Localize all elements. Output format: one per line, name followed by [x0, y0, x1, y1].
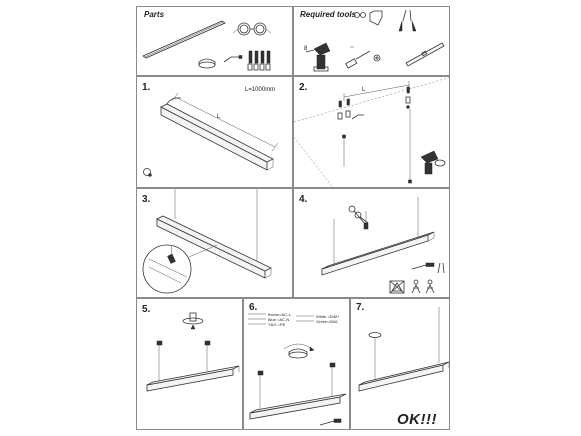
step1-length-label: L=1000mm	[245, 87, 276, 93]
linear-profile-icon	[142, 20, 226, 59]
mounting-bracket-icon	[223, 55, 243, 63]
canopy-right-icon	[204, 340, 211, 371]
step2-number: 2.	[299, 82, 308, 93]
parts-panel: Parts	[136, 6, 293, 76]
screw-set-icon	[247, 50, 271, 71]
profile-bar-icon	[321, 231, 435, 276]
wiring-green-label: Green=DIM-	[316, 319, 339, 324]
step7-panel: 7. OK!!!	[350, 298, 450, 430]
suspension-wire-left	[342, 134, 346, 167]
step5-illustration	[146, 312, 240, 392]
suspension-wires	[333, 197, 419, 267]
step5-panel: 5.	[136, 298, 243, 430]
spirit-level-icon	[405, 42, 445, 67]
step3-panel: 3.	[136, 188, 293, 298]
no-live-work-warning-icon	[389, 280, 405, 294]
screwdriver-icon	[319, 418, 342, 426]
canopy-rotate-icon	[283, 343, 315, 359]
step2-illustration	[293, 76, 452, 190]
step6-panel: 6. Brown=AC-L Blue =AC-N Y&G =PE White =…	[243, 298, 350, 430]
step1-number: 1.	[142, 82, 151, 93]
tools-illustration	[305, 9, 445, 72]
step6-illustration	[248, 313, 347, 426]
canopy-left-icon	[368, 332, 382, 381]
end-cap-icon	[143, 168, 152, 177]
profile-bar-icon	[156, 215, 272, 279]
pliers-icon	[398, 9, 417, 32]
anchor-left-icon	[337, 98, 364, 120]
pliers-icon	[437, 262, 445, 274]
cable-connector-icon	[363, 211, 369, 230]
step2-dimension-label: L	[362, 87, 366, 93]
cross-tip-icon	[373, 54, 381, 62]
step6-number: 6.	[249, 302, 258, 313]
cable-lead-icon	[166, 97, 182, 105]
profile-bar-icon	[358, 361, 450, 392]
wiring-brown-label: Brown=AC-L	[268, 312, 291, 317]
step1-panel: 1. L=1000mm L	[136, 76, 293, 188]
drill-icon	[305, 42, 331, 72]
wiring-lines	[248, 313, 314, 325]
wiring-white-label: White =DIM+	[316, 314, 340, 319]
parts-title: Parts	[144, 10, 165, 19]
drill-icon	[420, 150, 439, 175]
wiring-yg-label: Y&G =PE	[268, 322, 286, 327]
canopy-icon	[434, 159, 446, 167]
step5-number: 5.	[142, 304, 151, 315]
length-dimension-arrow	[171, 92, 279, 152]
canopy-left-icon	[257, 370, 264, 409]
canopy-right-icon	[329, 362, 336, 397]
gloves-icon	[369, 10, 383, 26]
step3-number: 3.	[142, 194, 151, 205]
tool-index-mark: 8	[304, 46, 308, 52]
suspension-wire-right	[408, 109, 412, 184]
step7-number: 7.	[356, 302, 365, 313]
step7-illustration	[358, 307, 450, 392]
tools-title: Required tools	[300, 10, 357, 19]
canopy-left-icon	[156, 340, 163, 381]
two-person-icon	[411, 279, 435, 294]
anchor-right-icon	[405, 86, 411, 109]
ceiling-canopy-icon	[198, 58, 216, 69]
detail-zoom-circle	[142, 244, 218, 294]
step4-panel: 4.	[293, 188, 450, 298]
step2-panel: 2. L	[293, 76, 452, 190]
ceiling-dashed-line	[293, 76, 452, 190]
profile-bar-icon	[249, 393, 347, 420]
cable-coil-icon	[232, 22, 272, 36]
screwdriver-icon	[411, 262, 435, 270]
parts-illustration	[142, 20, 272, 71]
suspension-wires	[174, 189, 258, 267]
step4-illustration	[321, 197, 445, 294]
tools-panel: Required tools	[293, 6, 450, 76]
screwdriver-icon	[345, 50, 371, 69]
profile-bar-icon	[160, 103, 274, 171]
completion-label: OK!!!	[397, 411, 437, 428]
profile-bar-icon	[146, 365, 240, 392]
scissors-icon	[348, 205, 369, 226]
step1-dimension-label: L	[217, 114, 221, 120]
canopy-detail-icon	[182, 312, 204, 330]
step1-illustration	[143, 92, 279, 177]
glasses-icon	[354, 12, 366, 18]
step4-number: 4.	[299, 194, 308, 205]
dimension-arrow	[343, 81, 410, 101]
wiring-blue-label: Blue =AC-N	[268, 317, 290, 322]
step3-illustration	[142, 189, 272, 294]
